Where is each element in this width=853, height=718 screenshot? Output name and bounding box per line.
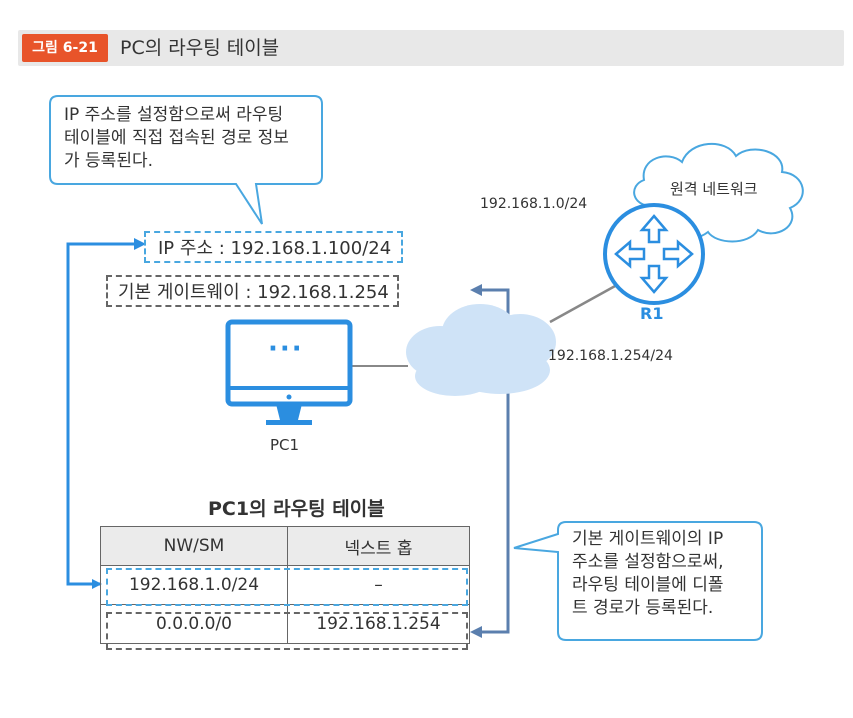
ip-to-table-arrow <box>66 242 142 589</box>
remote-network-label: 원격 네트워크 <box>670 180 758 198</box>
table-row: 0.0.0.0/0 192.168.1.254 <box>100 604 470 644</box>
table-header-row: NW/SM 넥스트 홉 <box>100 526 470 566</box>
gateway-arrowhead <box>470 284 482 296</box>
table-header-nw: NW/SM <box>100 526 288 566</box>
callout-top-line: IP 주소를 설정함으로써 라우팅 <box>64 105 284 125</box>
table-header-hop: 넥스트 홉 <box>287 526 470 566</box>
router-name-label: R1 <box>640 304 664 323</box>
ip-arrowhead-top <box>134 238 146 250</box>
router-r1-icon <box>603 203 705 305</box>
lan-network-label: 192.168.1.0/24 <box>480 196 588 212</box>
table-row2-highlight <box>106 612 468 650</box>
callout-top-line: 테이블에 직접 접속된 경로 정보 <box>64 128 289 148</box>
callout-top-text: IP 주소를 설정함으로써 라우팅 테이블에 직접 접속된 경로 정보 가 등록… <box>64 104 289 173</box>
pc-name-label: PC1 <box>270 436 300 454</box>
pc-monitor-icon <box>225 319 353 425</box>
figure-title: PC의 라우팅 테이블 <box>120 37 280 59</box>
callout-bottom-bubble <box>513 521 763 641</box>
pc-gateway-label: 기본 게이트웨이 : 192.168.1.254 <box>106 275 399 307</box>
table-cell-nw: 0.0.0.0/0 <box>100 604 288 644</box>
table-cell-hop: 192.168.1.254 <box>287 604 470 644</box>
callout-bottom-line: 기본 게이트웨이의 IP <box>572 529 724 549</box>
gateway-to-table-arrow <box>474 288 510 634</box>
table-row2-arrowhead <box>470 626 482 638</box>
callout-bottom-line: 트 경로가 등록된다. <box>572 598 714 618</box>
routing-table-title: PC1의 라우팅 테이블 <box>208 498 385 520</box>
pc-ip-address-label: IP 주소 : 192.168.1.100/24 <box>144 231 404 263</box>
figure-header-bar <box>18 30 844 66</box>
table-row1-highlight <box>106 568 468 606</box>
figure-number-badge: 그림 6-21 <box>22 34 108 62</box>
callout-bottom-line: 주소를 설정함으로써, <box>572 552 724 572</box>
callout-top-line: 가 등록된다. <box>64 151 154 171</box>
router-ip-label: 192.168.1.254/24 <box>548 348 673 364</box>
callout-bottom-line: 라우팅 테이블에 디폴 <box>572 575 724 595</box>
table-cell-nw: 192.168.1.0/24 <box>100 565 288 605</box>
callout-bottom-text: 기본 게이트웨이의 IP 주소를 설정함으로써, 라우팅 테이블에 디폴 트 경… <box>572 528 724 620</box>
callout-top-bubble <box>49 95 323 225</box>
screen-dots: ··· <box>268 334 304 364</box>
lan-router-link <box>549 278 627 324</box>
lan-cloud <box>406 304 556 396</box>
